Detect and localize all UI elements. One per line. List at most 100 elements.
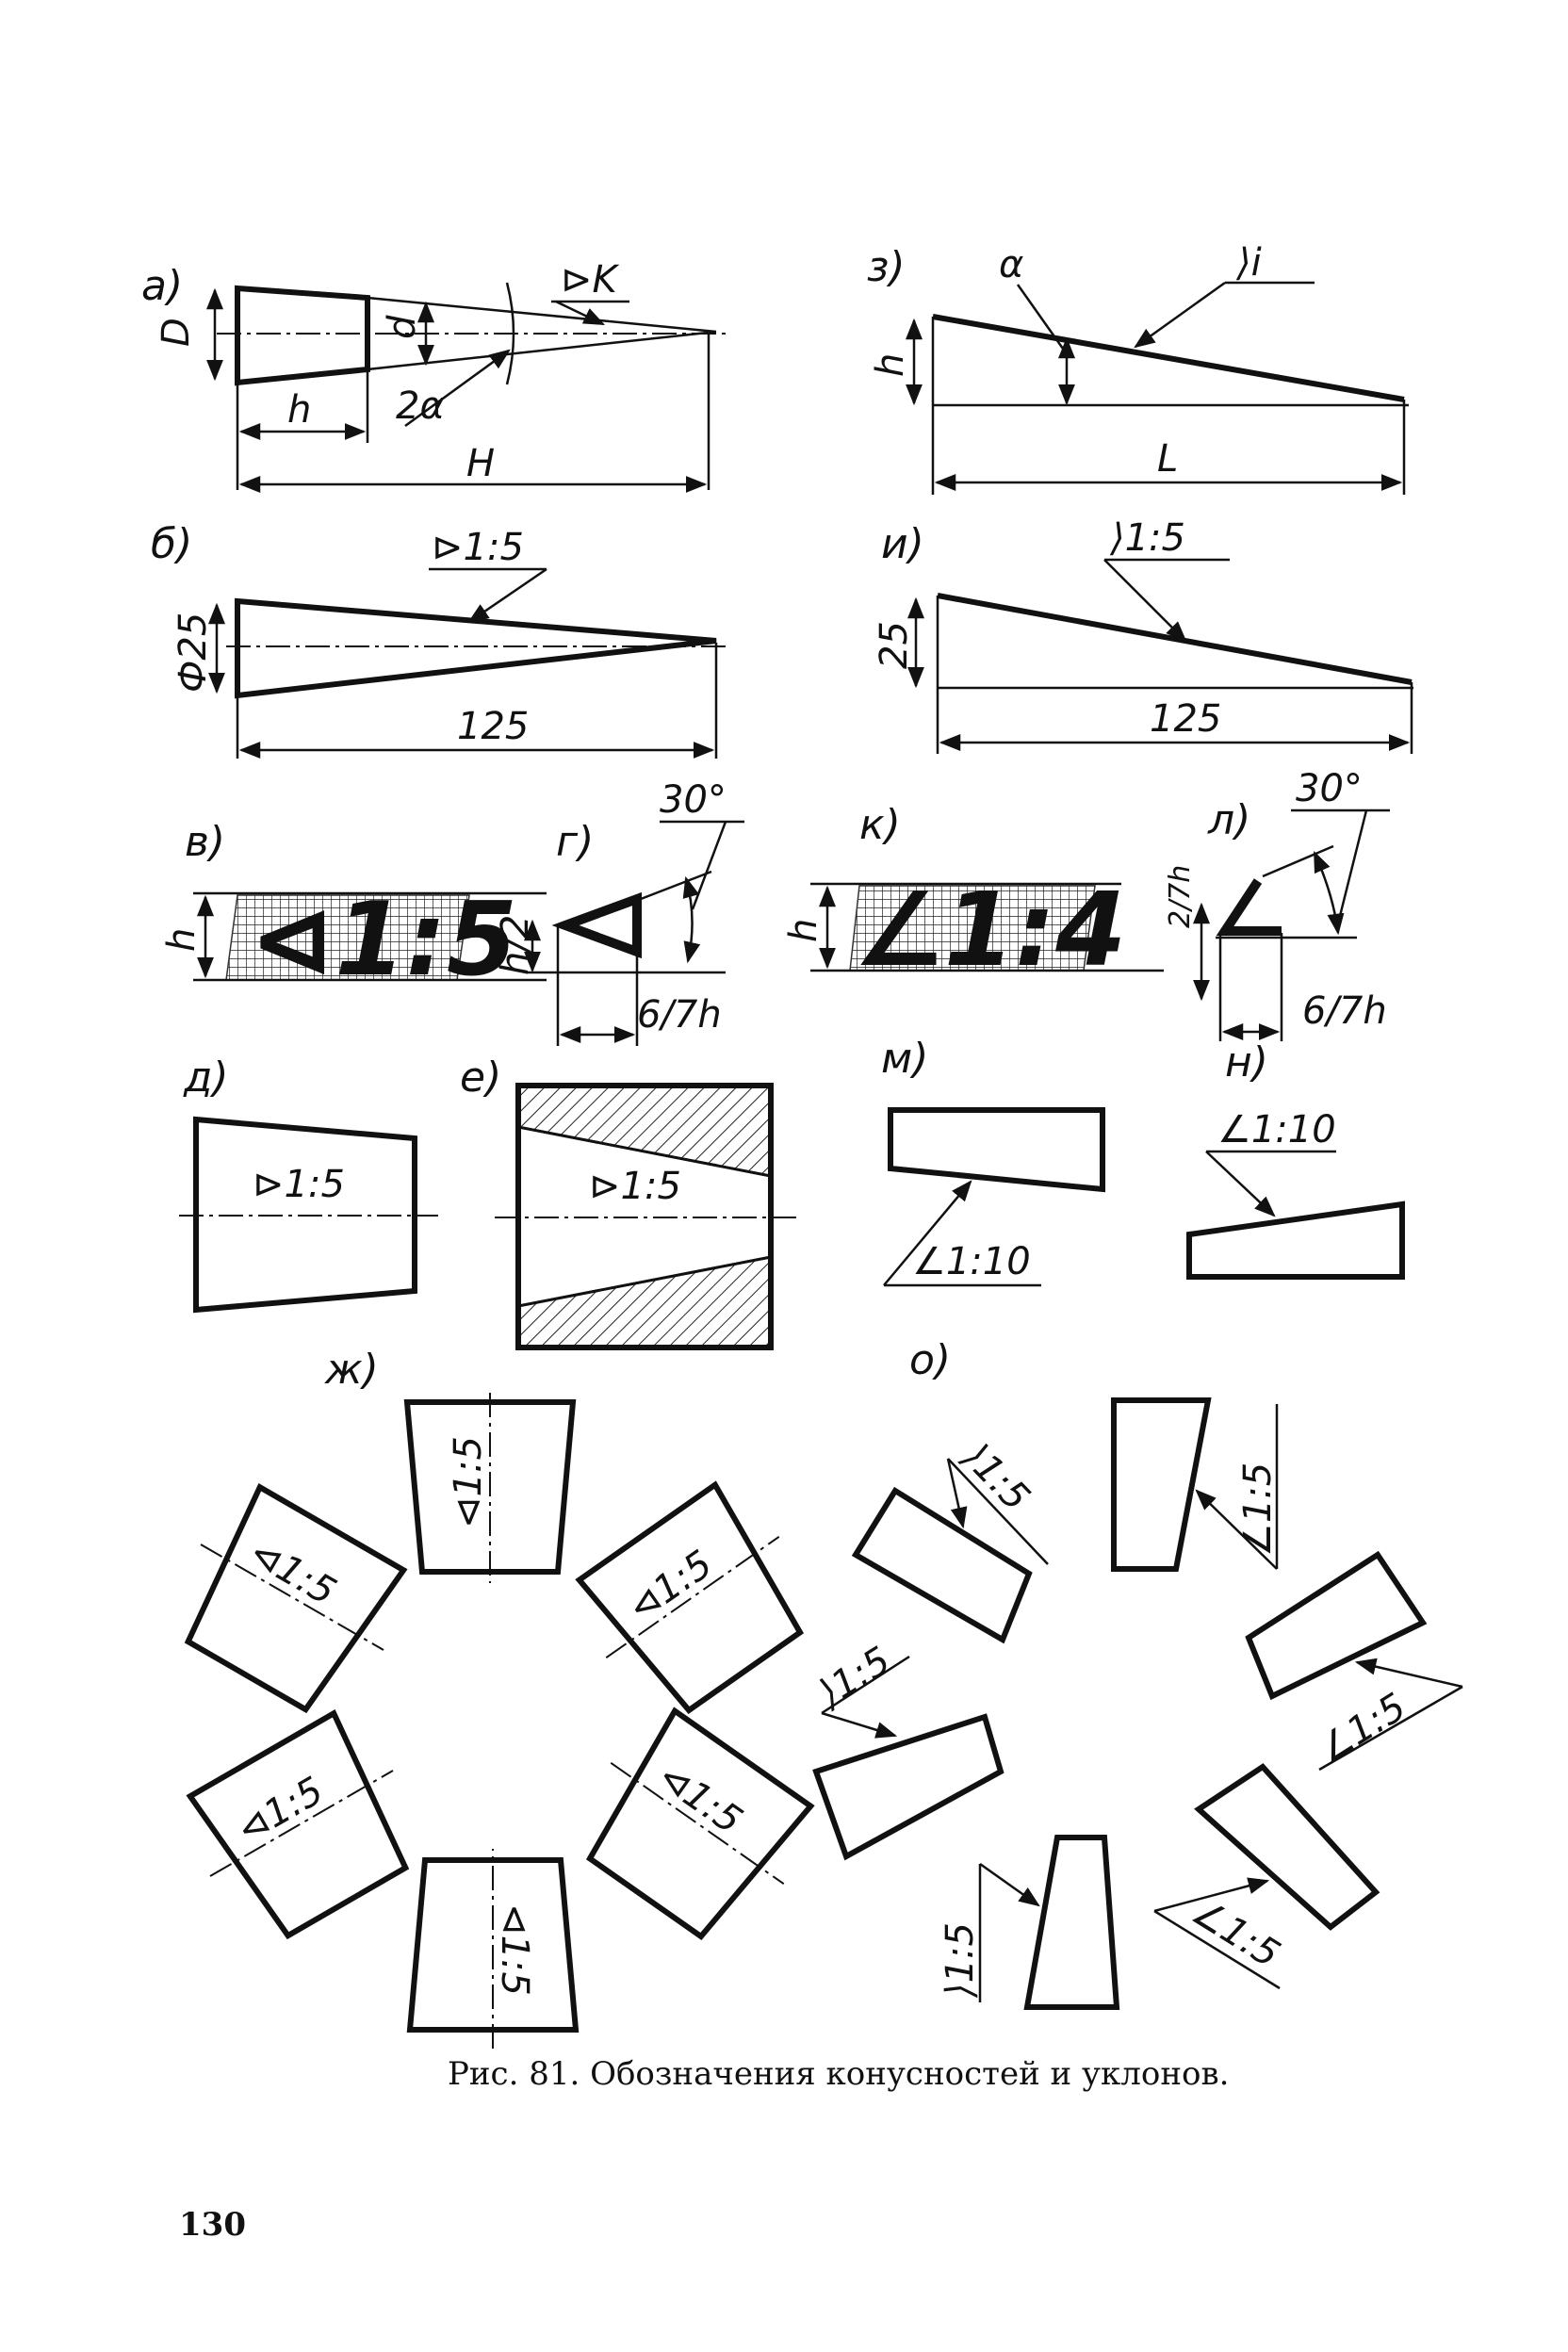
leader (821, 1711, 898, 1739)
cone-body (235, 597, 717, 699)
panel-label-v: в) (185, 818, 225, 866)
shelf (821, 1655, 910, 1715)
panel-n: н) ∠1:10 (1186, 1038, 1405, 1280)
trapezoid-shape (575, 1480, 805, 1714)
leader (467, 567, 547, 624)
label-mark: ∠1:5 (1236, 1462, 1280, 1557)
trapezoid-shape (186, 1709, 410, 1940)
label-angle: 30° (1296, 767, 1363, 810)
leader (691, 821, 727, 910)
trapezoid-upper-right: ⊲1:5 (575, 1480, 805, 1714)
bore-lines (517, 1125, 772, 1308)
panel-a: а) D d h H 2α ⊳K (141, 258, 726, 493)
panel-o: о) ∠1:5 ⟩1:5 ∠1:5 ⟩1:5 (810, 1336, 1463, 2010)
label-mark: ⟩1:5 (1109, 516, 1185, 560)
axis-line (200, 1544, 384, 1651)
trapezoid-shape (403, 1399, 577, 1575)
wedge-left: ⟩1:5 (810, 1639, 1004, 1861)
panel-label-b: б) (151, 520, 192, 568)
figure-caption: Рис. 81. Обозначения конусностей и уклон… (448, 2055, 1229, 2093)
label-h: h (160, 928, 204, 952)
angle-sign (1216, 878, 1282, 936)
label-mark: ⊲1:5 (447, 1436, 490, 1528)
trapezoid-bottom: ⊲1:5 (406, 1849, 580, 2049)
label-mark: ⟩1:5 (939, 1922, 982, 1999)
trapezoid-upper-left: ⊲1:5 (184, 1483, 408, 1714)
wedge-top: ∠1:5 (1111, 1397, 1280, 1572)
big-mark: ⊲1:5 (250, 881, 517, 999)
label-mark: ⊳1:5 (432, 526, 524, 569)
panel-label-k: к) (859, 801, 901, 849)
slope-line (937, 593, 1413, 685)
label-angle: 30° (660, 778, 727, 822)
label-2alpha: 2α (396, 384, 445, 428)
label-mark: ⊲1:5 (649, 1755, 750, 1843)
leader-K (555, 300, 606, 326)
angle-arc (1313, 850, 1345, 936)
panel-l: л) 2/7h 6/7h 30° (1164, 767, 1390, 1041)
panel-b: б) Ф25 125 ⊳1:5 (151, 520, 730, 759)
label-K: ⊳K (561, 258, 620, 302)
wedge (1186, 1200, 1405, 1280)
panel-label-m: м) (881, 1035, 928, 1083)
label-mark: ⊲1:5 (620, 1543, 721, 1631)
label-mark: ⟩1:5 (954, 1434, 1037, 1519)
panel-label-i: и) (881, 520, 924, 568)
label-H: H (466, 442, 495, 485)
outline (515, 1083, 774, 1350)
wedge (888, 1107, 1105, 1193)
wedge-shape (1023, 1835, 1120, 2010)
panel-label-e: е) (460, 1054, 501, 1102)
page-number: 130 (179, 2206, 246, 2244)
label-mark: ⊳1:5 (589, 1165, 681, 1208)
axis-line (605, 1535, 780, 1659)
trapezoid-lower-left: ⊲1:5 (186, 1709, 410, 1940)
label-mark: ⟩1:5 (810, 1639, 898, 1716)
angle-arc (505, 282, 515, 385)
leader (1153, 1877, 1270, 1913)
panel-label-n: н) (1225, 1038, 1268, 1086)
panel-i: и) 25 125 ⟩1:5 (873, 516, 1413, 754)
leader-i (1134, 281, 1226, 349)
label-h: h (287, 388, 311, 432)
axis-line (610, 1761, 785, 1886)
trapezoid-lower-right: ⊲1:5 (585, 1707, 815, 1940)
trapezoid (193, 1116, 417, 1314)
panel-m: м) ∠1:10 (881, 1035, 1105, 1287)
shelf (1318, 1685, 1463, 1772)
label-mark: ⊲1:5 (229, 1769, 331, 1853)
label-len: 125 (457, 705, 529, 748)
wall-bottom-hatched (516, 1255, 773, 1349)
shelf (947, 1458, 1049, 1565)
leader (979, 1862, 1040, 1907)
label-L: L (1157, 437, 1178, 481)
label-mark: ⊲1:5 (493, 1903, 536, 1996)
leader (1103, 559, 1187, 643)
panel-d: д) ⊳1:5 (179, 1054, 438, 1314)
wedge-shape (1245, 1550, 1428, 1701)
trapezoid-shape (585, 1707, 815, 1940)
wedge-right: ∠1:5 (1245, 1550, 1463, 1772)
label-mark: ∠1:5 (1184, 1889, 1287, 1976)
wedge-upper-left: ⟩1:5 (851, 1434, 1049, 1644)
label-mark: ∠1:5 (1311, 1685, 1413, 1772)
label-i: ⟩i (1235, 241, 1262, 285)
panel-zh: ж) ⊲1:5 ⊲1:5 ⊲1:5 ⊲1:5 ⊲1:5 (184, 1346, 815, 2049)
shelf (1153, 1909, 1281, 1990)
leader-alpha (1016, 284, 1065, 350)
wedge-bottom: ⟩1:5 (939, 1835, 1120, 2010)
trapezoid-shape (406, 1857, 580, 2033)
leader (946, 1458, 968, 1529)
label-h: h (869, 353, 912, 377)
leader (1354, 1658, 1463, 1689)
label-len: 125 (1150, 697, 1221, 741)
wedge-shape (851, 1486, 1033, 1644)
panel-label-z: з) (867, 243, 906, 291)
label-height: 25 (873, 621, 916, 669)
wedge-shape (1111, 1397, 1212, 1572)
panel-label-g: г) (556, 818, 594, 866)
panel-label-a: а) (141, 262, 183, 310)
panel-label-l: л) (1207, 796, 1250, 844)
label-width: 6/7h (1302, 989, 1387, 1033)
